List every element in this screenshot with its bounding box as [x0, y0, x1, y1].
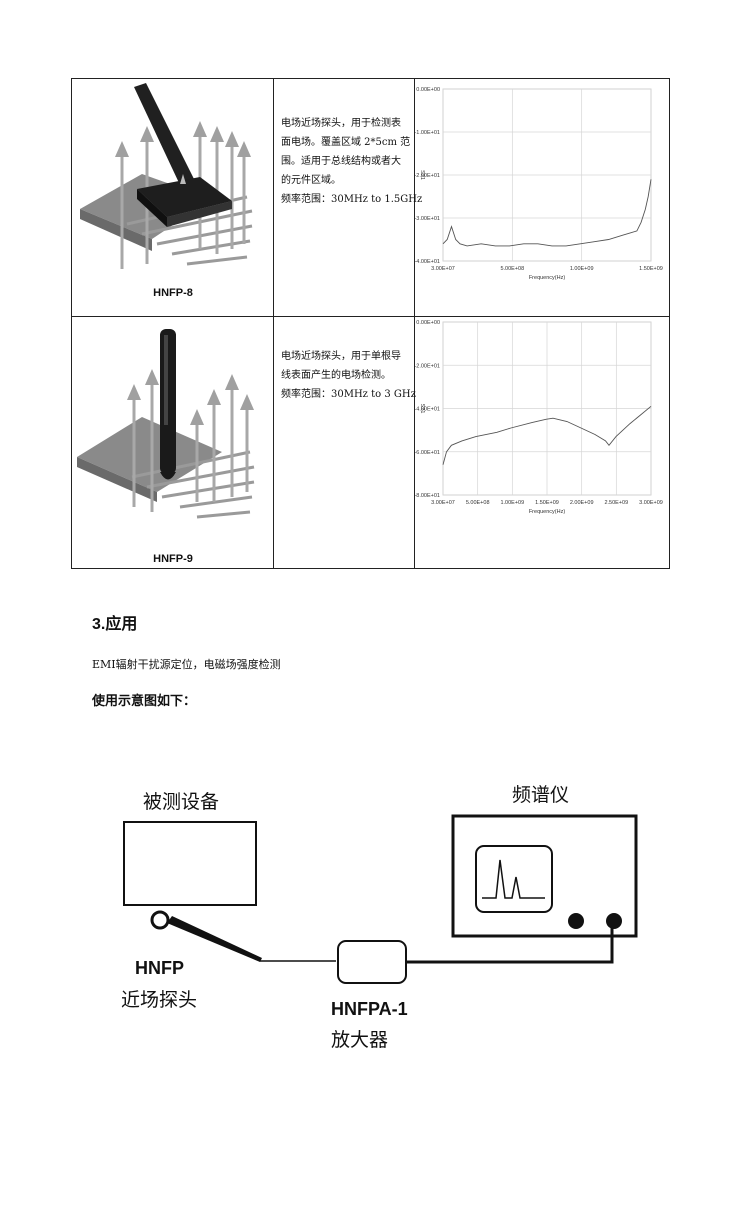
- analyzer-body: [451, 814, 638, 938]
- y-tick-label: -2.00E+01: [415, 173, 440, 179]
- y-tick-label: -1.00E+01: [415, 130, 440, 136]
- amp-output-cable: [406, 923, 614, 964]
- analyzer-input-port-icon: [606, 913, 622, 929]
- s21-chart-hnfp9: 0.00E+00 -2.00E+01 -4.00E+01 -6.00E+01 -8.00…: [414, 320, 663, 515]
- table-row-hnfp9: HNFP-9 电场近场探头，用于单根导 线表面产生的电场检测。 频率范围：30M…: [72, 317, 669, 569]
- analyzer-screen: [475, 845, 553, 913]
- diagram-intro: 使用示意图如下：: [92, 693, 197, 708]
- y-tick-label: -6.00E+01: [415, 450, 440, 456]
- desc-line: 电场近场探头，用于单根导: [281, 351, 401, 362]
- probe-body: [167, 916, 262, 962]
- probe-description: 电场近场探头，用于单根导 线表面产生的电场检测。 频率范围：30MHz to 3…: [281, 347, 416, 404]
- y-tick-label: -4.00E+01: [415, 259, 440, 265]
- x-tick-label: 5.00E+08: [500, 266, 524, 272]
- probe-tip-icon: [150, 910, 170, 930]
- table-row-hnfp8: HNFP-8 电场近场探头，用于检测表 面电场。覆盖区域 2*5cm 范 围。适…: [72, 79, 669, 317]
- desc-line: 的元件区域。: [281, 175, 341, 186]
- x-tick-label: 5.00E+08: [466, 500, 490, 506]
- x-tick-label: 1.00E+09: [570, 266, 594, 272]
- desc-line: 频率范围：30MHz to 3 GHz: [281, 389, 416, 400]
- y-tick-label: -2.00E+01: [415, 363, 440, 369]
- amplifier-box: [337, 940, 407, 984]
- x-tick-label: 3.00E+09: [639, 500, 663, 506]
- x-axis-label: Frequency(Hz): [529, 275, 566, 281]
- model-label: HNFP-8: [153, 287, 193, 299]
- x-tick-label: 3.00E+07: [431, 266, 455, 272]
- amp-name-label: 放大器: [331, 1030, 389, 1051]
- x-tick-label: 2.50E+09: [604, 500, 628, 506]
- analyzer-label: 频谱仪: [512, 785, 570, 806]
- s21-chart-hnfp8: 0.00E+00 -1.00E+01 -2.00E+01 -3.00E+01 -4.00…: [414, 87, 663, 281]
- description-cell: 电场近场探头，用于检测表 面电场。覆盖区域 2*5cm 范 围。适用于总线结构或…: [274, 79, 423, 316]
- probe-description: 电场近场探头，用于检测表 面电场。覆盖区域 2*5cm 范 围。适用于总线结构或…: [281, 114, 423, 209]
- dut-label: 被测设备: [143, 792, 220, 813]
- application-text: EMI辐射干扰源定位，电磁场强度检测: [92, 658, 281, 671]
- desc-line: 围。适用于总线结构或者大: [281, 156, 401, 167]
- y-axis-label: S21: [419, 404, 425, 414]
- y-tick-label: 0.00E+00: [416, 320, 440, 326]
- series-line: [442, 405, 652, 465]
- probe-image-cell: HNFP-8: [72, 79, 274, 316]
- desc-line: 面电场。覆盖区域 2*5cm 范: [281, 137, 411, 148]
- x-tick-label: 3.00E+07: [431, 500, 455, 506]
- description-cell: 电场近场探头，用于单根导 线表面产生的电场检测。 频率范围：30MHz to 3…: [274, 317, 416, 569]
- spectrum-trace: [482, 859, 545, 899]
- dut-box: [123, 821, 257, 906]
- x-tick-label: 1.50E+09: [639, 266, 663, 272]
- series-line: [442, 179, 652, 247]
- x-tick-label: 1.00E+09: [500, 500, 524, 506]
- probe-image-cell: HNFP-9: [72, 317, 274, 569]
- chart-cell: 0.00E+00 -1.00E+01 -2.00E+01 -3.00E+01 -4.00…: [414, 79, 669, 316]
- section-heading: 3.应用: [92, 616, 138, 633]
- analyzer-knob-icon: [568, 913, 584, 929]
- desc-line: 电场近场探头，用于检测表: [281, 118, 401, 129]
- chart-cell: 0.00E+00 -2.00E+01 -4.00E+01 -6.00E+01 -8.00…: [414, 317, 669, 569]
- y-tick-label: -8.00E+01: [415, 493, 440, 499]
- y-tick-label: -4.00E+01: [415, 407, 440, 413]
- y-axis-label: S21: [419, 170, 425, 180]
- x-axis-label: Frequency(Hz): [529, 509, 566, 515]
- desc-line: 线表面产生的电场检测。: [281, 370, 391, 381]
- probe-table: HNFP-8 电场近场探头，用于检测表 面电场。覆盖区域 2*5cm 范 围。适…: [71, 78, 670, 569]
- amp-model-label: HNFPA-1: [331, 999, 408, 1019]
- probe-model-label: HNFP: [135, 958, 184, 978]
- hnfp9-probe-illustration: [77, 329, 255, 519]
- probe-name-label: 近场探头: [121, 990, 198, 1011]
- y-tick-label: -3.00E+01: [415, 216, 440, 222]
- model-label: HNFP-9: [153, 553, 193, 565]
- hnfp8-probe-illustration: [80, 83, 253, 269]
- desc-line: 频率范围：30MHz to 1.5GHz: [281, 194, 423, 205]
- x-tick-label: 1.50E+09: [535, 500, 559, 506]
- x-tick-label: 2.00E+09: [570, 500, 594, 506]
- y-tick-label: 0.00E+00: [416, 87, 440, 93]
